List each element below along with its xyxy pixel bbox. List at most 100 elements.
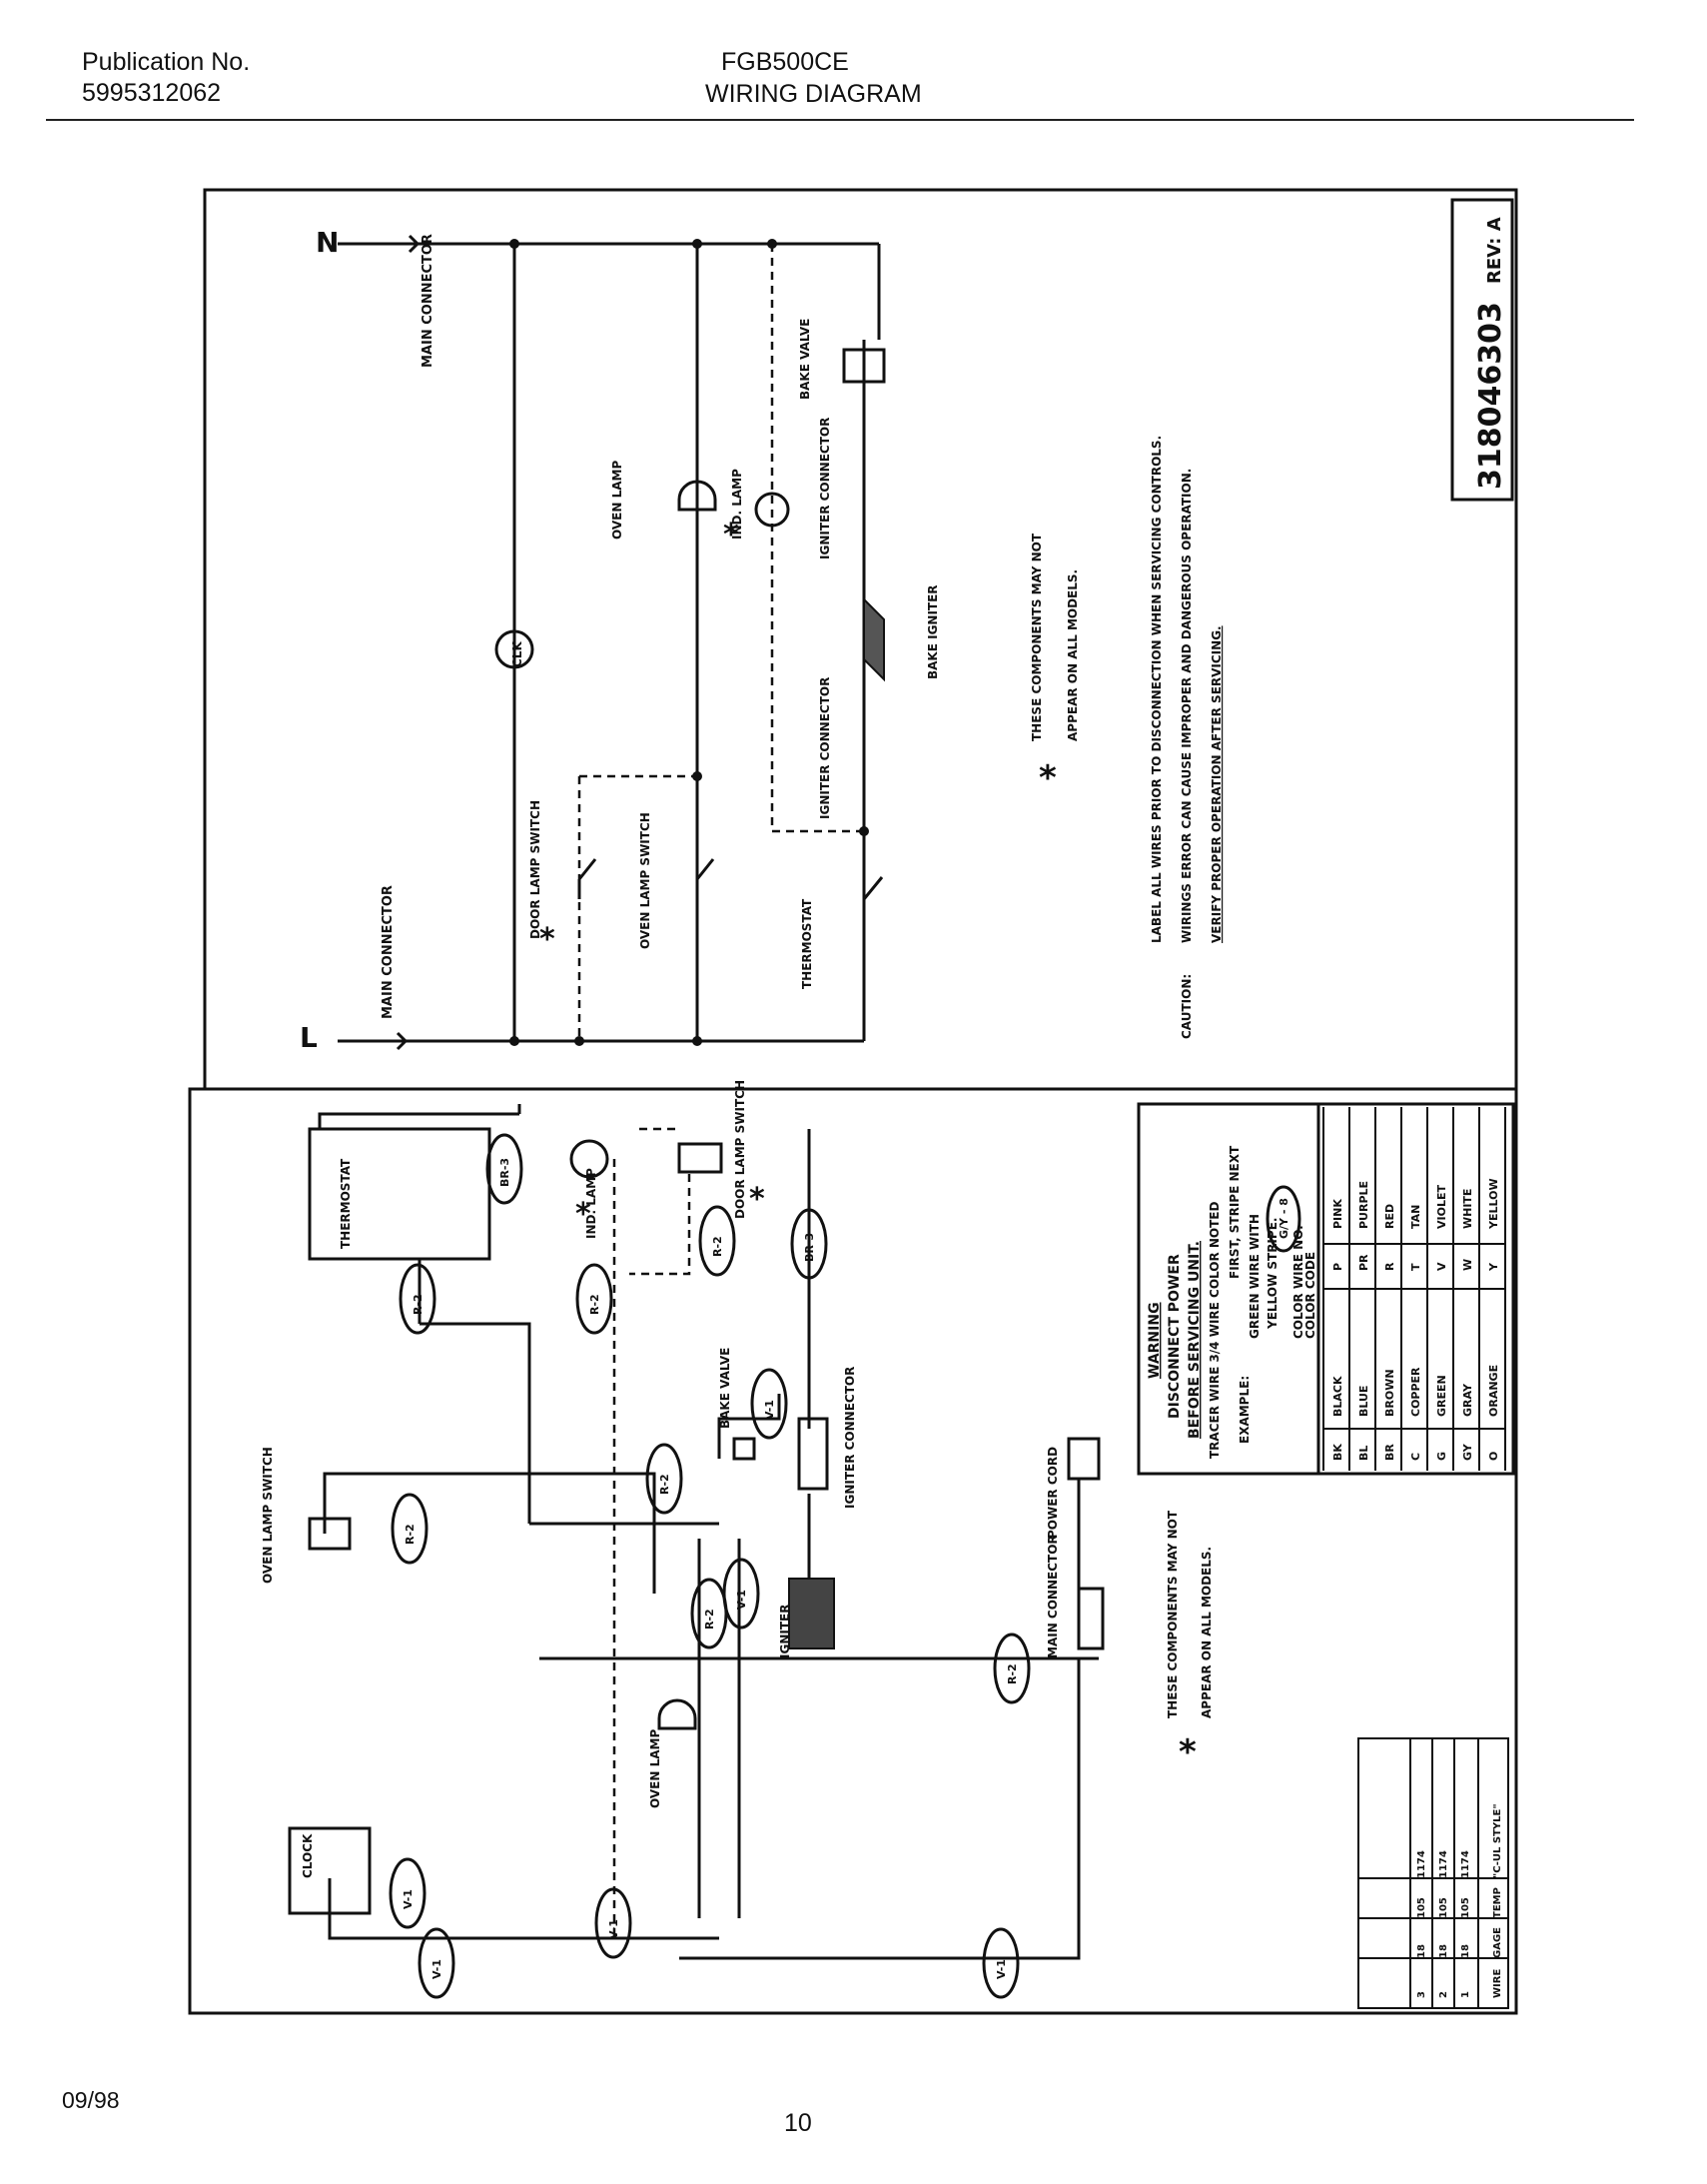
- caution-label: CAUTION:: [1180, 974, 1194, 1039]
- footer-date: 09/98: [62, 2087, 120, 2113]
- page-number: 10: [784, 2109, 812, 2137]
- wire-tag: BR-3: [498, 1158, 511, 1187]
- color-code-cell: C: [1409, 1453, 1422, 1461]
- clock-symbol: [494, 629, 534, 669]
- door-lamp-switch-label: DOOR LAMP SWITCH: [528, 800, 542, 939]
- star-marker: *: [539, 922, 555, 957]
- color-code-cell: BROWN: [1383, 1369, 1396, 1417]
- example-line-1: GREEN WIRE WITH: [1248, 1214, 1262, 1339]
- color-code-cell: V: [1435, 1262, 1448, 1271]
- bake-igniter-symbol: [863, 596, 885, 682]
- thermostat-block: [308, 1127, 491, 1261]
- wire-table-cell: 18: [1416, 1944, 1427, 1958]
- wire-table-header: WIRE: [1492, 1969, 1503, 1998]
- wire-tag: R-2: [588, 1294, 601, 1315]
- oven-lamp-label: OVEN LAMP: [648, 1729, 662, 1808]
- bake-valve-label: BAKE VALVE: [798, 319, 812, 400]
- igniter-connector-block: [797, 1417, 829, 1491]
- color-code-cell: WHITE: [1461, 1189, 1474, 1229]
- main-connector-block: [1077, 1587, 1105, 1650]
- pictorial-diagram: [288, 1104, 1105, 1960]
- color-code-cell: BL: [1357, 1446, 1370, 1461]
- thermostat-block-label: THERMOSTAT: [339, 1158, 353, 1249]
- color-code-cell: P: [1331, 1263, 1344, 1271]
- warning-box: [1137, 1102, 1515, 1476]
- color-code-table: BKBLACKPPINKBLBLUEPRPURPLEBRBROWNRREDCCO…: [1322, 1107, 1506, 1471]
- color-code-cell: BLACK: [1331, 1376, 1344, 1417]
- wire-table-cell: 18: [1460, 1944, 1471, 1958]
- thermostat-label: THERMOSTAT: [800, 898, 814, 989]
- drawing-number-box: [1450, 198, 1514, 502]
- ind-lamp-symbol: [754, 492, 790, 528]
- tracer-line-1: TRACER WIRE 3/4 WIRE COLOR NOTED: [1208, 1202, 1222, 1460]
- oven-lamp-switch-block: [308, 1517, 352, 1551]
- verify-note: VERIFY PROPER OPERATION AFTER SERVICING.: [1210, 625, 1224, 943]
- publication-label: Publication No.: [82, 48, 251, 76]
- label-all-wires-note: LABEL ALL WIRES PRIOR TO DISCONNECTION W…: [1150, 436, 1164, 943]
- clock-label: CLOCK: [301, 1833, 315, 1878]
- door-lamp-switch-label: DOOR LAMP SWITCH: [733, 1080, 747, 1219]
- model-number: FGB500CE: [721, 48, 849, 76]
- color-code-cell: PURPLE: [1357, 1181, 1370, 1229]
- wire-tag: V-1: [995, 1959, 1008, 1979]
- header-rule: [46, 119, 1634, 121]
- wire-table-header: TEMP: [1492, 1887, 1503, 1918]
- main-connector-label: MAIN CONNECTOR: [1046, 1535, 1060, 1658]
- example-label: EXAMPLE:: [1238, 1376, 1252, 1444]
- wire-tag: BR-3: [803, 1233, 816, 1262]
- oven-lamp-switch-label: OVEN LAMP SWITCH: [638, 812, 652, 949]
- color-code-cell: GY: [1461, 1443, 1474, 1461]
- wire-tag: V-1: [735, 1590, 748, 1610]
- wire-table-cell: 105: [1416, 1897, 1427, 1918]
- wire-table-header: GAGE: [1492, 1927, 1503, 1958]
- wire-tag: R-2: [404, 1524, 417, 1545]
- oven-lamp-switch-label: OVEN LAMP SWITCH: [261, 1447, 275, 1584]
- bake-valve-symbol: [842, 348, 886, 384]
- tracer-line-2: FIRST, STRIPE NEXT: [1228, 1145, 1242, 1279]
- wire-tag: R-2: [412, 1294, 425, 1315]
- wire-tag: V-1: [430, 1959, 443, 1979]
- caution-note: WIRINGS ERROR CAN CAUSE IMPROPER AND DAN…: [1180, 469, 1194, 943]
- color-code-cell: PR: [1357, 1254, 1370, 1271]
- drawing-number: 318046303: [1473, 302, 1508, 490]
- bake-valve-block: [732, 1437, 756, 1461]
- schematic-note-line-2: APPEAR ON ALL MODELS.: [1066, 569, 1080, 741]
- power-cord-plug: [1067, 1437, 1101, 1481]
- wire-table-cell: 2: [1438, 1991, 1449, 1998]
- color-code-cell: GRAY: [1461, 1383, 1474, 1417]
- example-tag: G/Y - 8: [1278, 1198, 1290, 1239]
- pictorial-frame: [188, 1087, 1518, 2015]
- wire-table-cell: 105: [1438, 1897, 1449, 1918]
- color-code-cell: GREEN: [1435, 1375, 1448, 1417]
- wire-tag: R-2: [703, 1609, 716, 1630]
- wire-tag: R-2: [1006, 1663, 1019, 1684]
- color-code-cell: RED: [1383, 1204, 1396, 1229]
- wire-table-cell: 105: [1460, 1897, 1471, 1918]
- publication-number: 5995312062: [82, 79, 222, 107]
- warning-title: WARNING: [1147, 1302, 1163, 1379]
- wire-table-cell: 1174: [1438, 1850, 1449, 1878]
- color-code-cell: YELLOW: [1487, 1178, 1500, 1230]
- ind-lamp-label: IND. LAMP: [730, 469, 744, 540]
- color-wire-no-label: COLOR WIRE NO.: [1291, 1225, 1305, 1339]
- color-code-cell: R: [1383, 1262, 1396, 1271]
- clock-label: CLK: [510, 641, 524, 667]
- wire-table-cell: 1: [1460, 1991, 1471, 1998]
- color-code-cell: G: [1435, 1452, 1448, 1461]
- color-code-label: COLOR CODE: [1303, 1252, 1317, 1339]
- oven-lamp-label: OVEN LAMP: [610, 461, 624, 540]
- wire-tags: [389, 1133, 1031, 1999]
- igniter-element: [788, 1578, 835, 1649]
- color-code-cell: PINK: [1331, 1199, 1344, 1229]
- pictorial-note-line-1: THESE COMPONENTS MAY NOT: [1166, 1510, 1180, 1718]
- igniter-connector-label: IGNITER CONNECTOR: [843, 1367, 857, 1509]
- wire-tag: R-2: [658, 1474, 671, 1495]
- wire-table-cell: 1174: [1460, 1850, 1471, 1878]
- power-cord-label: POWER CORD: [1046, 1447, 1060, 1539]
- color-code-cell: ORANGE: [1487, 1365, 1500, 1417]
- page-title: WIRING DIAGRAM: [705, 80, 922, 108]
- warning-line-1: DISCONNECT POWER: [1167, 1254, 1183, 1419]
- star-marker: *: [575, 1197, 591, 1232]
- igniter-label: IGNITER: [778, 1605, 792, 1658]
